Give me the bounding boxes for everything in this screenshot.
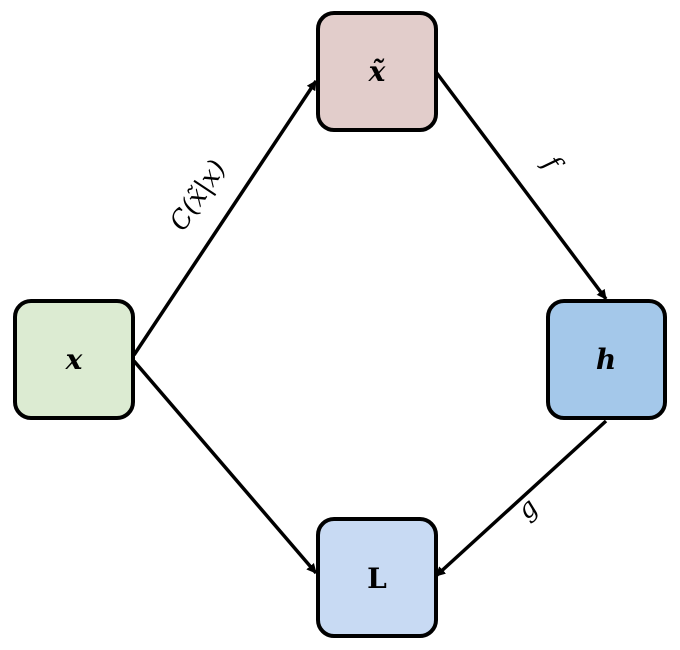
node-x-box bbox=[13, 299, 135, 420]
node-x: x bbox=[13, 299, 135, 420]
edge-x-tilde-to-h: f bbox=[434, 70, 608, 301]
edge-h-to-l: g bbox=[434, 419, 608, 578]
node-x-label: x bbox=[65, 343, 83, 376]
node-x-tilde: x̃ bbox=[316, 11, 438, 132]
node-h-label: h bbox=[596, 343, 616, 376]
node-l: L bbox=[316, 517, 438, 638]
node-x-tilde-label: x̃ bbox=[368, 55, 386, 88]
node-l-box bbox=[316, 517, 438, 638]
node-l-label: L bbox=[367, 562, 387, 595]
node-x-tilde-box bbox=[316, 11, 438, 132]
node-h-box bbox=[546, 299, 667, 420]
edge-label-decoder: g bbox=[511, 492, 544, 525]
edge-x-to-l bbox=[132, 359, 318, 575]
edge-x-to-x-tilde: C(x̃|x) bbox=[132, 80, 318, 356]
node-h: h bbox=[546, 299, 667, 420]
edge-label-encoder: f bbox=[535, 149, 569, 180]
